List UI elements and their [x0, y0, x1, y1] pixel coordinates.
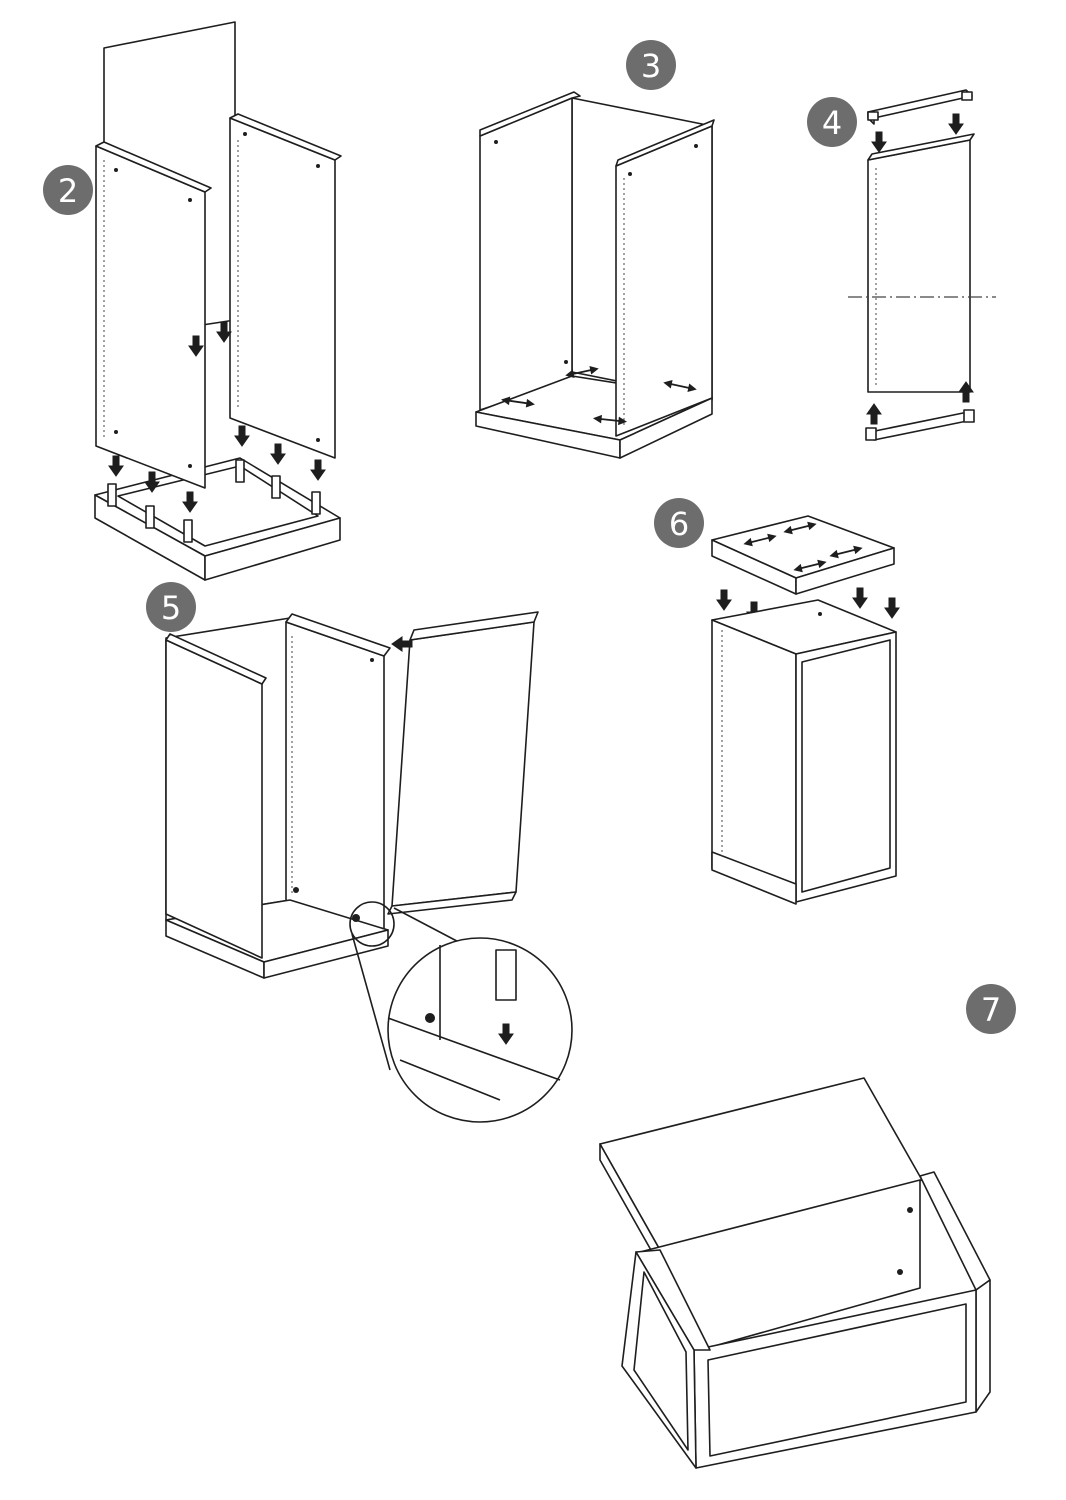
step-3-illustration [475, 91, 715, 459]
step-number: 7 [981, 991, 1001, 1029]
step-badge-3: 3 [626, 40, 676, 90]
step-4-illustration [848, 89, 996, 441]
step-badge-5: 5 [146, 582, 196, 632]
step-2-illustration [94, 21, 342, 581]
step-number: 2 [58, 172, 78, 210]
step-badge-6: 6 [654, 498, 704, 548]
step-number: 5 [161, 589, 181, 627]
step-badge-2: 2 [43, 165, 93, 215]
step-number: 4 [822, 104, 842, 142]
step-5-illustration [165, 611, 573, 1123]
step-number: 6 [669, 505, 689, 543]
step-badge-4: 4 [807, 97, 857, 147]
step-6-illustration [711, 515, 900, 905]
step-badge-7: 7 [966, 984, 1016, 1034]
step-number: 3 [641, 47, 661, 85]
step-7-illustration [599, 1077, 991, 1469]
